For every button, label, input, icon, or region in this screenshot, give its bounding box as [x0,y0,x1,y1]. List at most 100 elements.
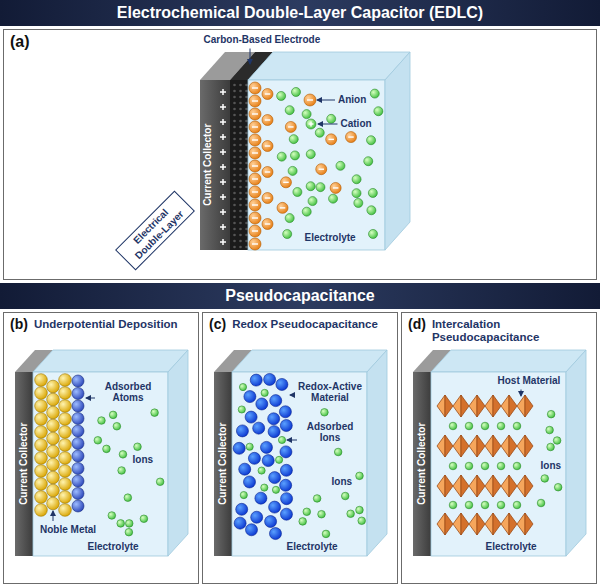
host-octahedron [485,395,493,417]
redox-material-particle [280,479,292,491]
leader-line [53,511,54,521]
electrode-pore [245,90,248,93]
charge-sign [252,204,258,205]
cation-ion [302,207,311,216]
ion [113,422,121,430]
ion [125,528,133,536]
charge-sign [319,168,325,169]
host-octahedron [525,435,533,457]
panel-title: Redox Pseudocapacitance [232,316,378,331]
cation-ion [352,175,361,184]
noble-metal-atom [47,471,60,484]
anion-ion [249,95,261,107]
host-octahedron [445,513,453,535]
redox-material-particle [270,395,282,407]
ion [140,515,148,523]
plus-sign [222,104,224,110]
noble-metal-atom [47,445,60,458]
noble-metal-atom [35,478,48,491]
noble-metal-atom [35,374,48,387]
plus-sign [222,239,224,245]
plus-sign [222,89,224,95]
host-octahedron [517,475,525,497]
adsorbed-atom [72,425,84,437]
electrode-pore [239,102,242,105]
charge-sign [265,171,271,172]
anion-ion [249,186,261,198]
ion [546,426,554,434]
cation-ion [329,194,338,203]
ion [117,520,125,528]
intercalated-ion [449,422,457,430]
charge-sign [265,145,271,146]
anion-ion [262,193,273,204]
charge-sign [252,100,258,101]
intercalated-ion [465,422,473,430]
cation-ion [306,182,315,191]
electrode-pore [245,96,248,99]
electrode-pore [239,222,242,225]
cation-ion [306,150,315,159]
host-octahedron [469,475,477,497]
label-box: Electrical Double-Layer [115,190,195,270]
electrolyte [232,372,367,556]
electrode-pore [239,216,242,219]
host-octahedron [477,475,485,497]
plus-sign [222,194,224,200]
part-label: Electrolyte [287,541,338,553]
charge-sign [265,197,271,198]
redox-material-particle [276,378,288,390]
electrode-pore [233,240,236,243]
charge-sign [252,126,258,127]
noble-metal-atom [59,439,72,452]
section-band: Electrochemical Double-Layer Capacitor (… [0,0,600,26]
plus-sign [222,119,224,125]
electrode-pore [233,102,236,105]
leader-line [318,124,338,125]
electrode-pore [233,168,236,171]
charge-sign [252,243,258,244]
noble-metal-atom [47,380,60,393]
anion-ion [249,160,261,172]
noble-metal-atom [35,465,48,478]
host-octahedron [437,513,445,535]
anion-ion [262,141,273,152]
charge-sign [265,223,271,224]
anion-ion [249,121,261,133]
adsorbed-atom [72,450,84,462]
ion [156,478,164,486]
electrode-pore [245,240,248,243]
noble-metal-atom [35,426,48,439]
electrode-pore [239,246,242,249]
redox-material-particle [280,508,292,520]
electrolyte-side [385,52,410,250]
panel-letter: (c) [209,316,226,332]
current-collector [15,372,33,556]
noble-metal-atom [47,484,60,497]
section-band: Pseudocapacitance [0,283,600,309]
host-octahedron [437,475,445,497]
intercalated-ion [465,462,473,470]
electrode-pore [233,174,236,177]
part-label: Electrolyte [88,541,139,553]
redox-material-particle [260,441,272,453]
electrode-pore [245,174,248,177]
electrode-pore [245,216,248,219]
electrode-pore [233,138,236,141]
redox-material-particle [264,373,276,385]
anion-ion [249,173,261,185]
charge-sign [252,165,258,166]
carbon-electrode [230,80,248,250]
charge-sign [265,119,271,120]
host-octahedron [509,395,517,417]
electrode-pore [239,108,242,111]
electrode-pore [233,180,236,183]
cation-ion [285,214,294,223]
ion [151,409,159,417]
electrode-pore [239,150,242,153]
leader-line [290,395,292,396]
cation-ion [277,152,286,161]
redox-material-particle [269,472,281,484]
ion [356,506,364,514]
host-octahedron [477,395,485,417]
